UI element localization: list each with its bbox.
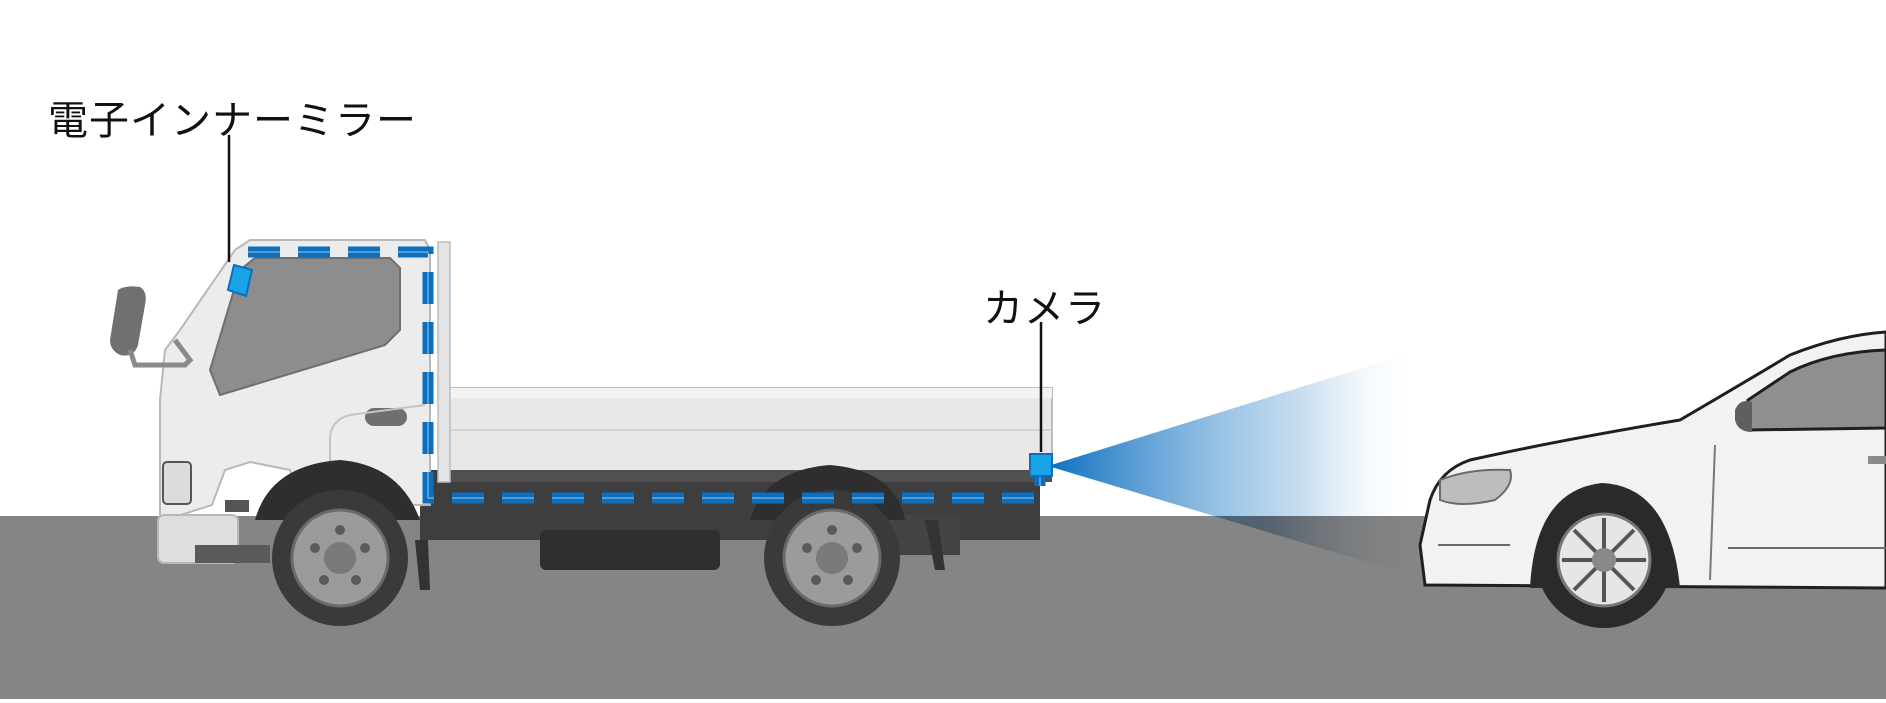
truck <box>110 239 1053 626</box>
electronic-mirror-marker <box>226 263 254 298</box>
car-front-wheel <box>1536 492 1672 628</box>
camera-label: カメラ <box>983 286 1106 332</box>
camera-marker <box>1029 453 1053 477</box>
camera-beam <box>1048 350 1420 578</box>
electronic-inner-mirror-label: 電子インナーミラー <box>48 98 417 144</box>
truck-front-wheel <box>272 490 408 626</box>
car <box>1418 330 1886 628</box>
truck-rear-wheel <box>764 490 900 626</box>
